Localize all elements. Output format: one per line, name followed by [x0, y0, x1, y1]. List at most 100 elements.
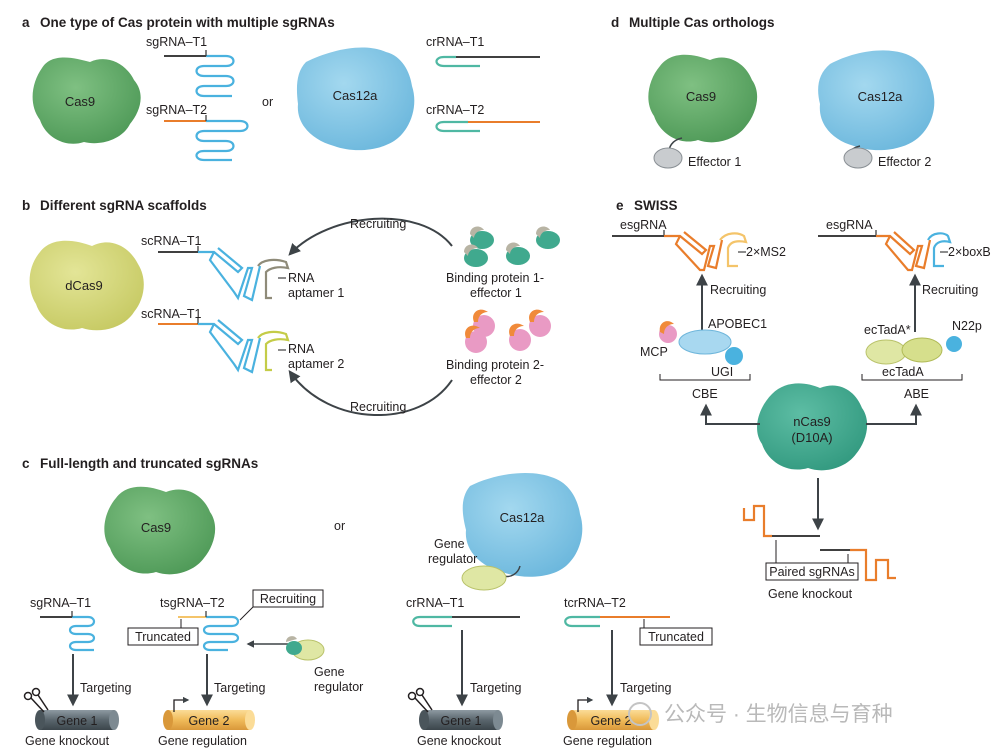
targeting-label-1: Targeting [80, 681, 131, 695]
esgrna-label-1: esgRNA [620, 218, 667, 232]
recruiting-label-e2: Recruiting [922, 283, 978, 297]
ectada-label: ecTadA [882, 365, 924, 379]
ectada-star-label: ecTadA* [864, 323, 911, 337]
binding-protein-1-label-line2: effector 1 [470, 286, 522, 300]
crrna-t1-label-a: crRNA–T1 [426, 35, 484, 49]
cas9-blob-c [104, 486, 216, 575]
panel-d: d Multiple Cas orthologs Cas9 Effector 1… [611, 15, 935, 169]
binding-protein-2-label-line2: effector 2 [470, 373, 522, 387]
dcas9-blob [29, 240, 144, 331]
panel-d-title: Multiple Cas orthologs [629, 15, 775, 30]
recruiting-label-e1: Recruiting [710, 283, 766, 297]
cas9-label-a: Cas9 [65, 94, 95, 109]
crrna-t1-handle-a [435, 55, 480, 68]
scrna-t1-label-2: scRNA–T1 [141, 307, 201, 321]
gene-2-label-b: Gene 2 [590, 714, 631, 728]
gene-knockout-label-1: Gene knockout [25, 734, 110, 748]
cbe-bracket [659, 374, 751, 381]
gene-1-cylinder-b [419, 710, 503, 730]
cas12a-label-d: Cas12a [858, 89, 904, 104]
recruiting-arrow-top [288, 217, 453, 256]
truncated-box-2 [639, 627, 713, 646]
targeting-label-4: Targeting [620, 681, 671, 695]
effector-1-shape [653, 147, 683, 169]
or-label-a: or [262, 95, 273, 109]
recruiting-arrow-bottom [288, 370, 453, 417]
effector-2-shape [843, 147, 873, 169]
cas12a-label-a: Cas12a [333, 88, 379, 103]
panel-b-title: Different sgRNA scaffolds [40, 198, 207, 213]
scissors-icon [23, 687, 49, 713]
aptamer-1-label-line2: aptamer 1 [288, 286, 344, 300]
scrna-1-scaffold [198, 247, 262, 302]
panel-c-letter: c [22, 456, 30, 471]
cbe-label: CBE [692, 387, 718, 401]
ugi-label: UGI [711, 365, 733, 379]
gene-knockout-label-e: Gene knockout [768, 587, 853, 601]
mcp-cap [659, 321, 674, 334]
cas12a-label-c: Cas12a [500, 510, 546, 525]
binding-protein-2-cluster [465, 309, 551, 353]
gene-1-label-b: Gene 1 [440, 714, 481, 728]
gene-2-cylinder-a [163, 710, 255, 730]
cas9-blob-d [648, 54, 758, 143]
aptamer-2-label-line2: aptamer 2 [288, 357, 344, 371]
aptamer-2-label-line1: RNA [288, 342, 315, 356]
panel-c-title: Full-length and truncated sgRNAs [40, 456, 258, 471]
ncas9-to-abe-arrow [866, 403, 922, 425]
paired-sgrna-left [742, 504, 772, 538]
paired-sgrnas-label: Paired sgRNAs [769, 565, 854, 579]
cas9-label-c: Cas9 [141, 520, 171, 535]
panel-d-letter: d [611, 15, 619, 30]
gene-regulation-label-1: Gene regulation [158, 734, 247, 748]
gene-1-cylinder-a [35, 710, 119, 730]
aptamer-2 [257, 330, 290, 372]
gene-regulator-2-label-line1: Gene [434, 537, 465, 551]
recruiting-box [252, 589, 324, 608]
cas9-label-d: Cas9 [686, 89, 716, 104]
ncas9-label-line1: nCas9 [793, 414, 831, 429]
panel-a: a One type of Cas protein with multiple … [22, 15, 540, 162]
abe-bracket [861, 374, 963, 381]
binding-protein-2-label-line1: Binding protein 2- [446, 358, 544, 372]
recruiting-label-bottom: Recruiting [350, 400, 406, 414]
recruiting-box-label: Recruiting [260, 592, 316, 606]
targeting-label-2: Targeting [214, 681, 265, 695]
crrna-t1-label-c: crRNA–T1 [406, 596, 464, 610]
sgrna-t1-scaffold-a [195, 54, 235, 98]
n22p-label: N22p [952, 319, 982, 333]
ncas9-blob [757, 383, 868, 471]
esgrna-label-2: esgRNA [826, 218, 873, 232]
gene-regulator-2-label-line2: regulator [428, 552, 477, 566]
panel-e-letter: e [616, 198, 624, 213]
boxb-label: 2×boxB [948, 245, 991, 259]
ectada-shape [865, 339, 907, 365]
paired-sgrna-right [850, 548, 896, 582]
cas12a-blob-c [462, 472, 583, 577]
promoter-arrow-2 [577, 696, 594, 712]
watermark-text: 公众号 · 生物信息与育种 [664, 703, 893, 726]
crrna-t2-label-a: crRNA–T2 [426, 103, 484, 117]
recruiting-label-top: Recruiting [350, 217, 406, 231]
panel-a-title: One type of Cas protein with multiple sg… [40, 15, 335, 30]
tcrrna-t2-handle [564, 615, 600, 628]
scissors-icon-2 [407, 687, 433, 713]
effector-2-label: Effector 2 [878, 155, 931, 169]
boxb-loops [927, 232, 952, 268]
truncated-box-1 [127, 627, 199, 646]
abe-label: ABE [904, 387, 929, 401]
esgrna-1-scaffold [664, 231, 724, 272]
mcp-label: MCP [640, 345, 668, 359]
gene-regulation-label-2: Gene regulation [563, 734, 652, 748]
crrna-t2-handle-a [435, 120, 480, 133]
watermark: 公众号 · 生物信息与育种 [628, 702, 893, 726]
gene-knockout-label-2: Gene knockout [417, 734, 502, 748]
ugi-shape [725, 347, 743, 365]
gene-1-label-a: Gene 1 [56, 714, 97, 728]
tsgrna-t2-label: tsgRNA–T2 [160, 596, 225, 610]
dcas9-label: dCas9 [65, 278, 103, 293]
tsgrna-t2-scaffold [202, 615, 240, 652]
or-label-c: or [334, 519, 345, 533]
recruiting-box-leader [239, 606, 254, 621]
